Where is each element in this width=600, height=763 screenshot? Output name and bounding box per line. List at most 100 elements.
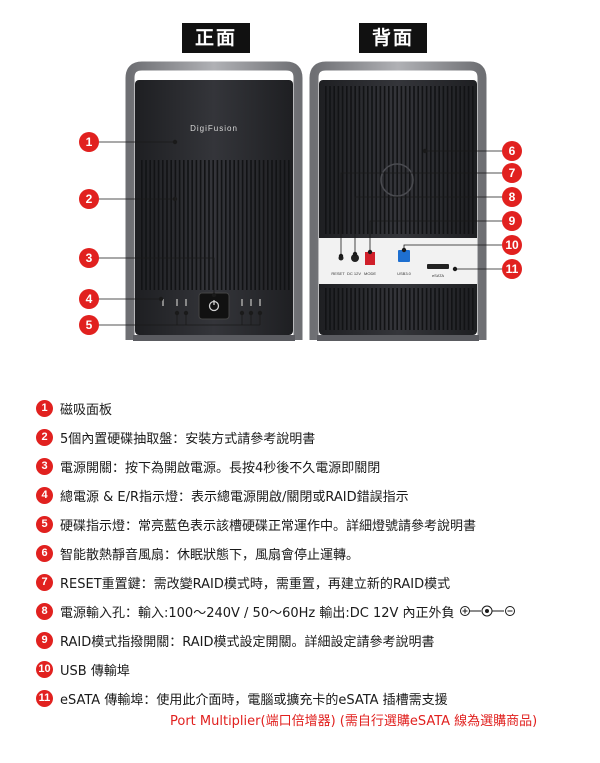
vent-slot bbox=[149, 160, 151, 290]
vent-slot bbox=[451, 86, 453, 234]
vent-slot bbox=[283, 160, 286, 290]
list-item: 9 RAID模式指撥開關：RAID模式設定開關。詳細設定請參考說明書 bbox=[36, 630, 435, 650]
vent-slot bbox=[375, 288, 377, 330]
item-text: 智能散熱靜音風扇：休眠狀態下，風扇會停止運轉。 bbox=[60, 547, 360, 563]
vent-slot bbox=[216, 160, 219, 290]
vent-slot bbox=[430, 288, 432, 330]
usb-port-label: USB3.0 bbox=[397, 271, 412, 276]
vent-slot bbox=[288, 160, 290, 290]
polarity-icon bbox=[459, 605, 515, 617]
list-item: 7 RESET重置鍵：需改變RAID模式時，需重置，再建立新的RAID模式 bbox=[36, 572, 450, 592]
item-number: 3 bbox=[36, 457, 53, 475]
vent-slot bbox=[459, 86, 461, 234]
callout-9: 9 bbox=[502, 211, 522, 231]
vent-slot bbox=[162, 160, 164, 290]
vent-slot bbox=[417, 86, 419, 234]
vent-slot bbox=[346, 86, 348, 234]
vent-slot bbox=[337, 86, 340, 234]
dc-power-jack[interactable] bbox=[351, 254, 359, 262]
back-vent-grille-lower bbox=[325, 288, 474, 330]
vent-slot bbox=[325, 86, 327, 234]
back-device: RESET DC 12V MODE USB3.0 eSATA bbox=[309, 61, 487, 341]
vent-slot bbox=[204, 160, 206, 290]
vent-slot bbox=[350, 86, 352, 234]
esata-port[interactable] bbox=[427, 264, 449, 269]
vent-slot bbox=[195, 160, 198, 290]
item-number: 8 bbox=[36, 602, 53, 620]
item-number: 10 bbox=[36, 660, 53, 678]
vent-slot bbox=[375, 86, 377, 234]
vent-slot bbox=[421, 86, 424, 234]
vent-slot bbox=[229, 160, 231, 290]
list-item: 2 5個內置硬碟抽取盤：安裝方式請參考說明書 bbox=[36, 427, 315, 447]
vent-slot bbox=[157, 160, 160, 290]
vent-slot bbox=[153, 160, 156, 290]
vent-slot bbox=[271, 160, 273, 290]
item-text: RESET重置鍵：需改變RAID模式時，需重置，再建立新的RAID模式 bbox=[60, 576, 451, 592]
usb-port[interactable] bbox=[398, 250, 410, 262]
vent-slot bbox=[178, 160, 181, 290]
brand-logo: DigiFusion bbox=[190, 124, 238, 133]
back-vent-grille bbox=[325, 86, 474, 234]
port-multiplier-note: Port Multiplier(端口倍增器) (需自行選購eSATA 線為選購商… bbox=[170, 714, 538, 729]
callout-leader-lines bbox=[98, 139, 502, 326]
vent-slot bbox=[425, 86, 428, 234]
callout-1: 1 bbox=[79, 132, 99, 152]
vent-slot bbox=[362, 86, 365, 234]
vent-slot bbox=[396, 86, 398, 234]
vent-slot bbox=[425, 288, 428, 330]
list-item: 5 硬碟指示燈：常亮藍色表示該槽硬碟正常運作中。詳細燈號請參考說明書 bbox=[36, 514, 476, 534]
callout-6: 6 bbox=[502, 141, 522, 161]
item-text: 總電源 & E/R指示燈：表示總電源開啟/關閉或RAID錯誤指示 bbox=[60, 489, 409, 505]
vent-slot bbox=[396, 288, 398, 330]
led-indicators bbox=[162, 299, 261, 306]
item-number: 9 bbox=[36, 631, 53, 649]
vent-slot bbox=[463, 288, 466, 330]
callout-2: 2 bbox=[79, 189, 99, 209]
vent-slot bbox=[346, 288, 348, 330]
vent-slot bbox=[367, 288, 369, 330]
vent-slot bbox=[379, 288, 382, 330]
vent-slot bbox=[358, 86, 361, 234]
vent-slot bbox=[467, 288, 470, 330]
callout-4: 4 bbox=[79, 289, 99, 309]
vent-slot bbox=[413, 288, 415, 330]
vent-slot bbox=[459, 288, 461, 330]
vent-slot bbox=[392, 86, 394, 234]
vent-slot bbox=[388, 288, 390, 330]
item-text: 5個內置硬碟抽取盤：安裝方式請參考說明書 bbox=[60, 431, 316, 447]
item-number: 7 bbox=[36, 573, 53, 591]
vent-slot bbox=[212, 160, 214, 290]
vent-slot bbox=[337, 288, 340, 330]
item-text: 硬碟指示燈：常亮藍色表示該槽硬碟正常運作中。詳細燈號請參考說明書 bbox=[60, 518, 477, 534]
item-number: 6 bbox=[36, 544, 53, 562]
vent-slot bbox=[220, 160, 223, 290]
vent-slot bbox=[383, 86, 386, 234]
item-number: 2 bbox=[36, 428, 53, 446]
front-view-label: 正面 bbox=[182, 23, 250, 53]
list-item: 4 總電源 & E/R指示燈：表示總電源開啟/關閉或RAID錯誤指示 bbox=[36, 485, 409, 505]
raid-mode-switch[interactable] bbox=[365, 252, 375, 265]
callout-5: 5 bbox=[79, 315, 99, 335]
vent-slot bbox=[275, 160, 277, 290]
callout-11: 11 bbox=[502, 259, 522, 279]
item-text: RAID模式指撥開關：RAID模式設定開關。詳細設定請參考說明書 bbox=[60, 634, 435, 650]
reset-port-label: RESET bbox=[331, 271, 345, 276]
vent-slot bbox=[233, 160, 235, 290]
vent-slot bbox=[434, 288, 436, 330]
vent-slot bbox=[455, 86, 457, 234]
item-number: 4 bbox=[36, 486, 53, 504]
esata-port-label: eSATA bbox=[432, 273, 444, 278]
vent-slot bbox=[392, 288, 394, 330]
fan-icon bbox=[380, 163, 414, 197]
vent-slot bbox=[254, 160, 256, 290]
item-number: 5 bbox=[36, 515, 53, 533]
vent-slot bbox=[455, 288, 457, 330]
vent-slot bbox=[166, 160, 168, 290]
vent-slot bbox=[400, 288, 403, 330]
vent-slot bbox=[199, 160, 202, 290]
dc-port-label: DC 12V bbox=[347, 271, 361, 276]
device-illustration: DigiFusion RESET DC 12V MODE USB3.0 eSAT… bbox=[98, 61, 502, 341]
